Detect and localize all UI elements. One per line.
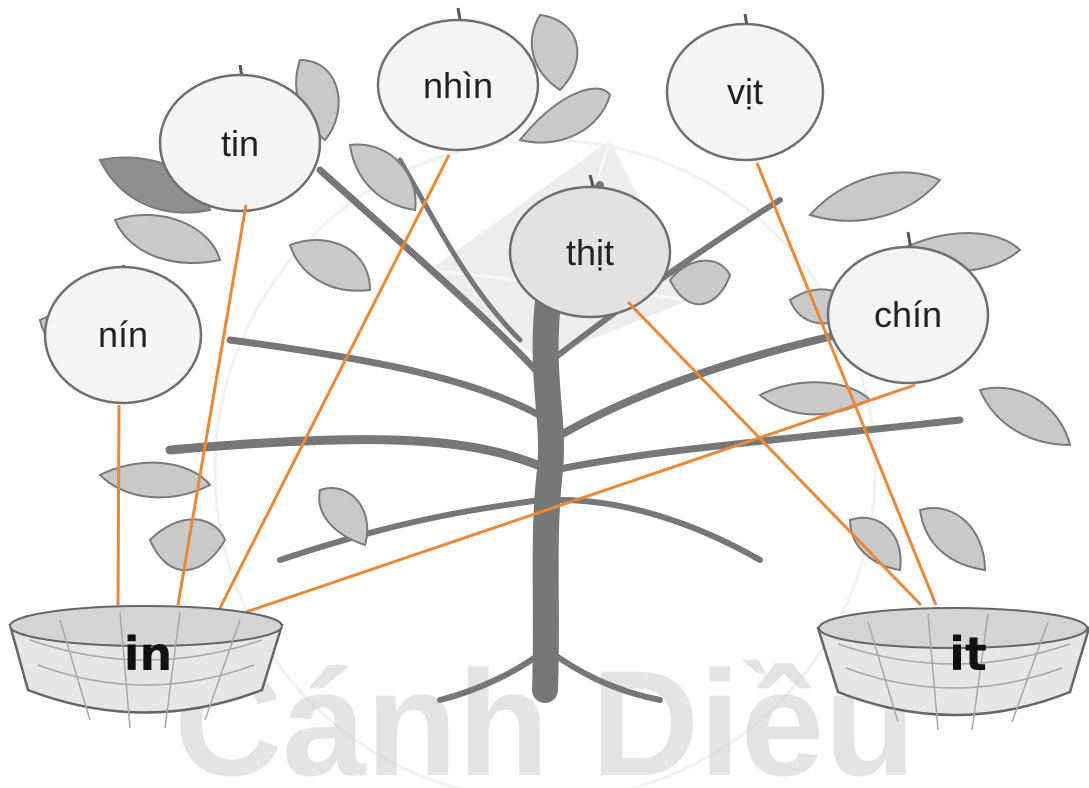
apple-nin: nín [45, 265, 201, 403]
leaf [100, 463, 210, 498]
leaf [810, 172, 940, 220]
basket-label: it [949, 627, 987, 681]
leaf [920, 508, 985, 570]
leaf [980, 388, 1070, 445]
apple-nhin: nhìn [378, 8, 538, 150]
apple-word: chín [874, 294, 942, 335]
leaf [350, 145, 416, 210]
apple-word: tin [221, 123, 259, 164]
leaf [115, 215, 220, 263]
basket-label: in [124, 627, 173, 681]
leaf [290, 240, 370, 291]
apple-word: nín [98, 314, 148, 355]
apple-word: thịt [566, 232, 614, 273]
apple-word: nhìn [423, 65, 493, 106]
leaf [319, 488, 367, 545]
connector-nin-in [118, 405, 119, 605]
apple-vit: vịt [667, 14, 823, 160]
leaf [850, 518, 901, 570]
apple-word: vịt [727, 71, 763, 112]
